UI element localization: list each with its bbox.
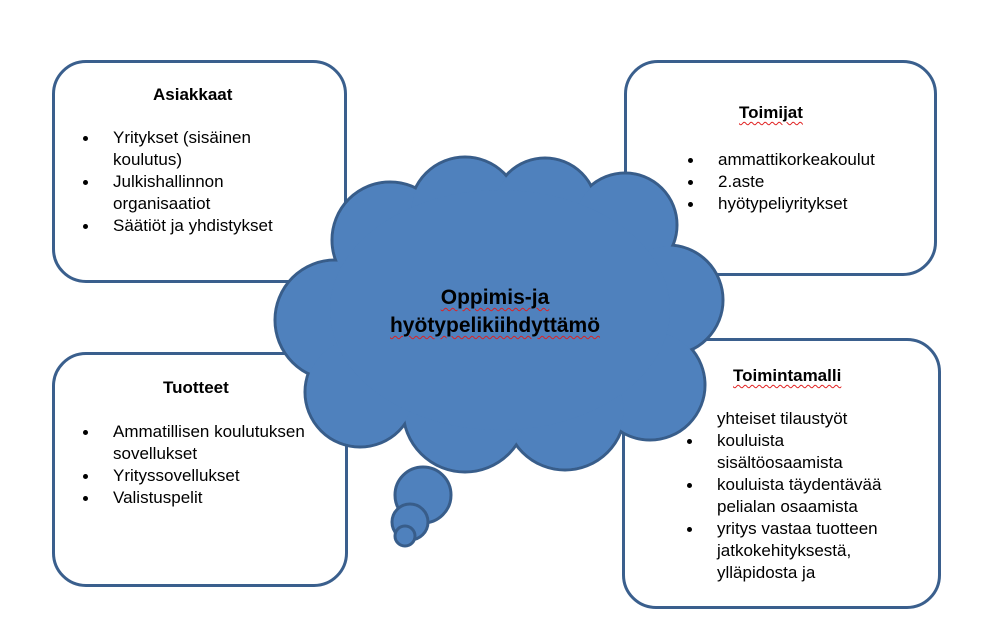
list-item: Yrityssovellukset [83,465,363,487]
asiakkaat-list: Yritykset (sisäinen koulutus) Julkishall… [77,127,313,237]
list-item: Valistuspelit [83,487,363,509]
list-item: 2.aste [688,171,958,193]
asiakkaat-box: Asiakkaat Yritykset (sisäinen koulutus) … [52,60,347,283]
toimintamalli-list: yhteiset tilaustyöt kouluista sisältöosa… [681,408,917,584]
thought-bubbles [390,465,453,548]
list-item: ammattikorkeakoulut [688,149,958,171]
toimintamalli-title: Toimintamalli [733,366,842,385]
center-title: Oppimis-ja hyötypelikiihdyttämö [330,284,660,340]
toimijat-title: Toimijat [739,103,803,122]
list-item: yritys vastaa tuotteen jatkokehityksestä… [687,518,917,584]
tuotteet-list: Ammatillisen koulutuksen sovellukset Yri… [77,421,363,509]
list-item: kouluista täydentävää pelialan osaamista [687,474,917,518]
list-item: Säätiöt ja yhdistykset [83,215,333,237]
list-item: kouluista sisältöosaamista [687,430,887,474]
tuotteet-box: Tuotteet Ammatillisen koulutuksen sovell… [52,352,348,587]
center-title-line1: Oppimis-ja [440,286,550,309]
list-item: Yritykset (sisäinen koulutus) [83,127,313,171]
tuotteet-title: Tuotteet [163,378,229,397]
asiakkaat-title: Asiakkaat [153,85,233,104]
list-item: hyötypeliyritykset [688,193,958,215]
center-title-line2: hyötypelikiihdyttämö [389,314,601,337]
toimijat-list: ammattikorkeakoulut 2.aste hyötypeliyrit… [682,149,958,215]
list-item: Ammatillisen koulutuksen sovellukset [83,421,363,465]
list-item: Julkishallinnon organisaatiot [83,171,313,215]
